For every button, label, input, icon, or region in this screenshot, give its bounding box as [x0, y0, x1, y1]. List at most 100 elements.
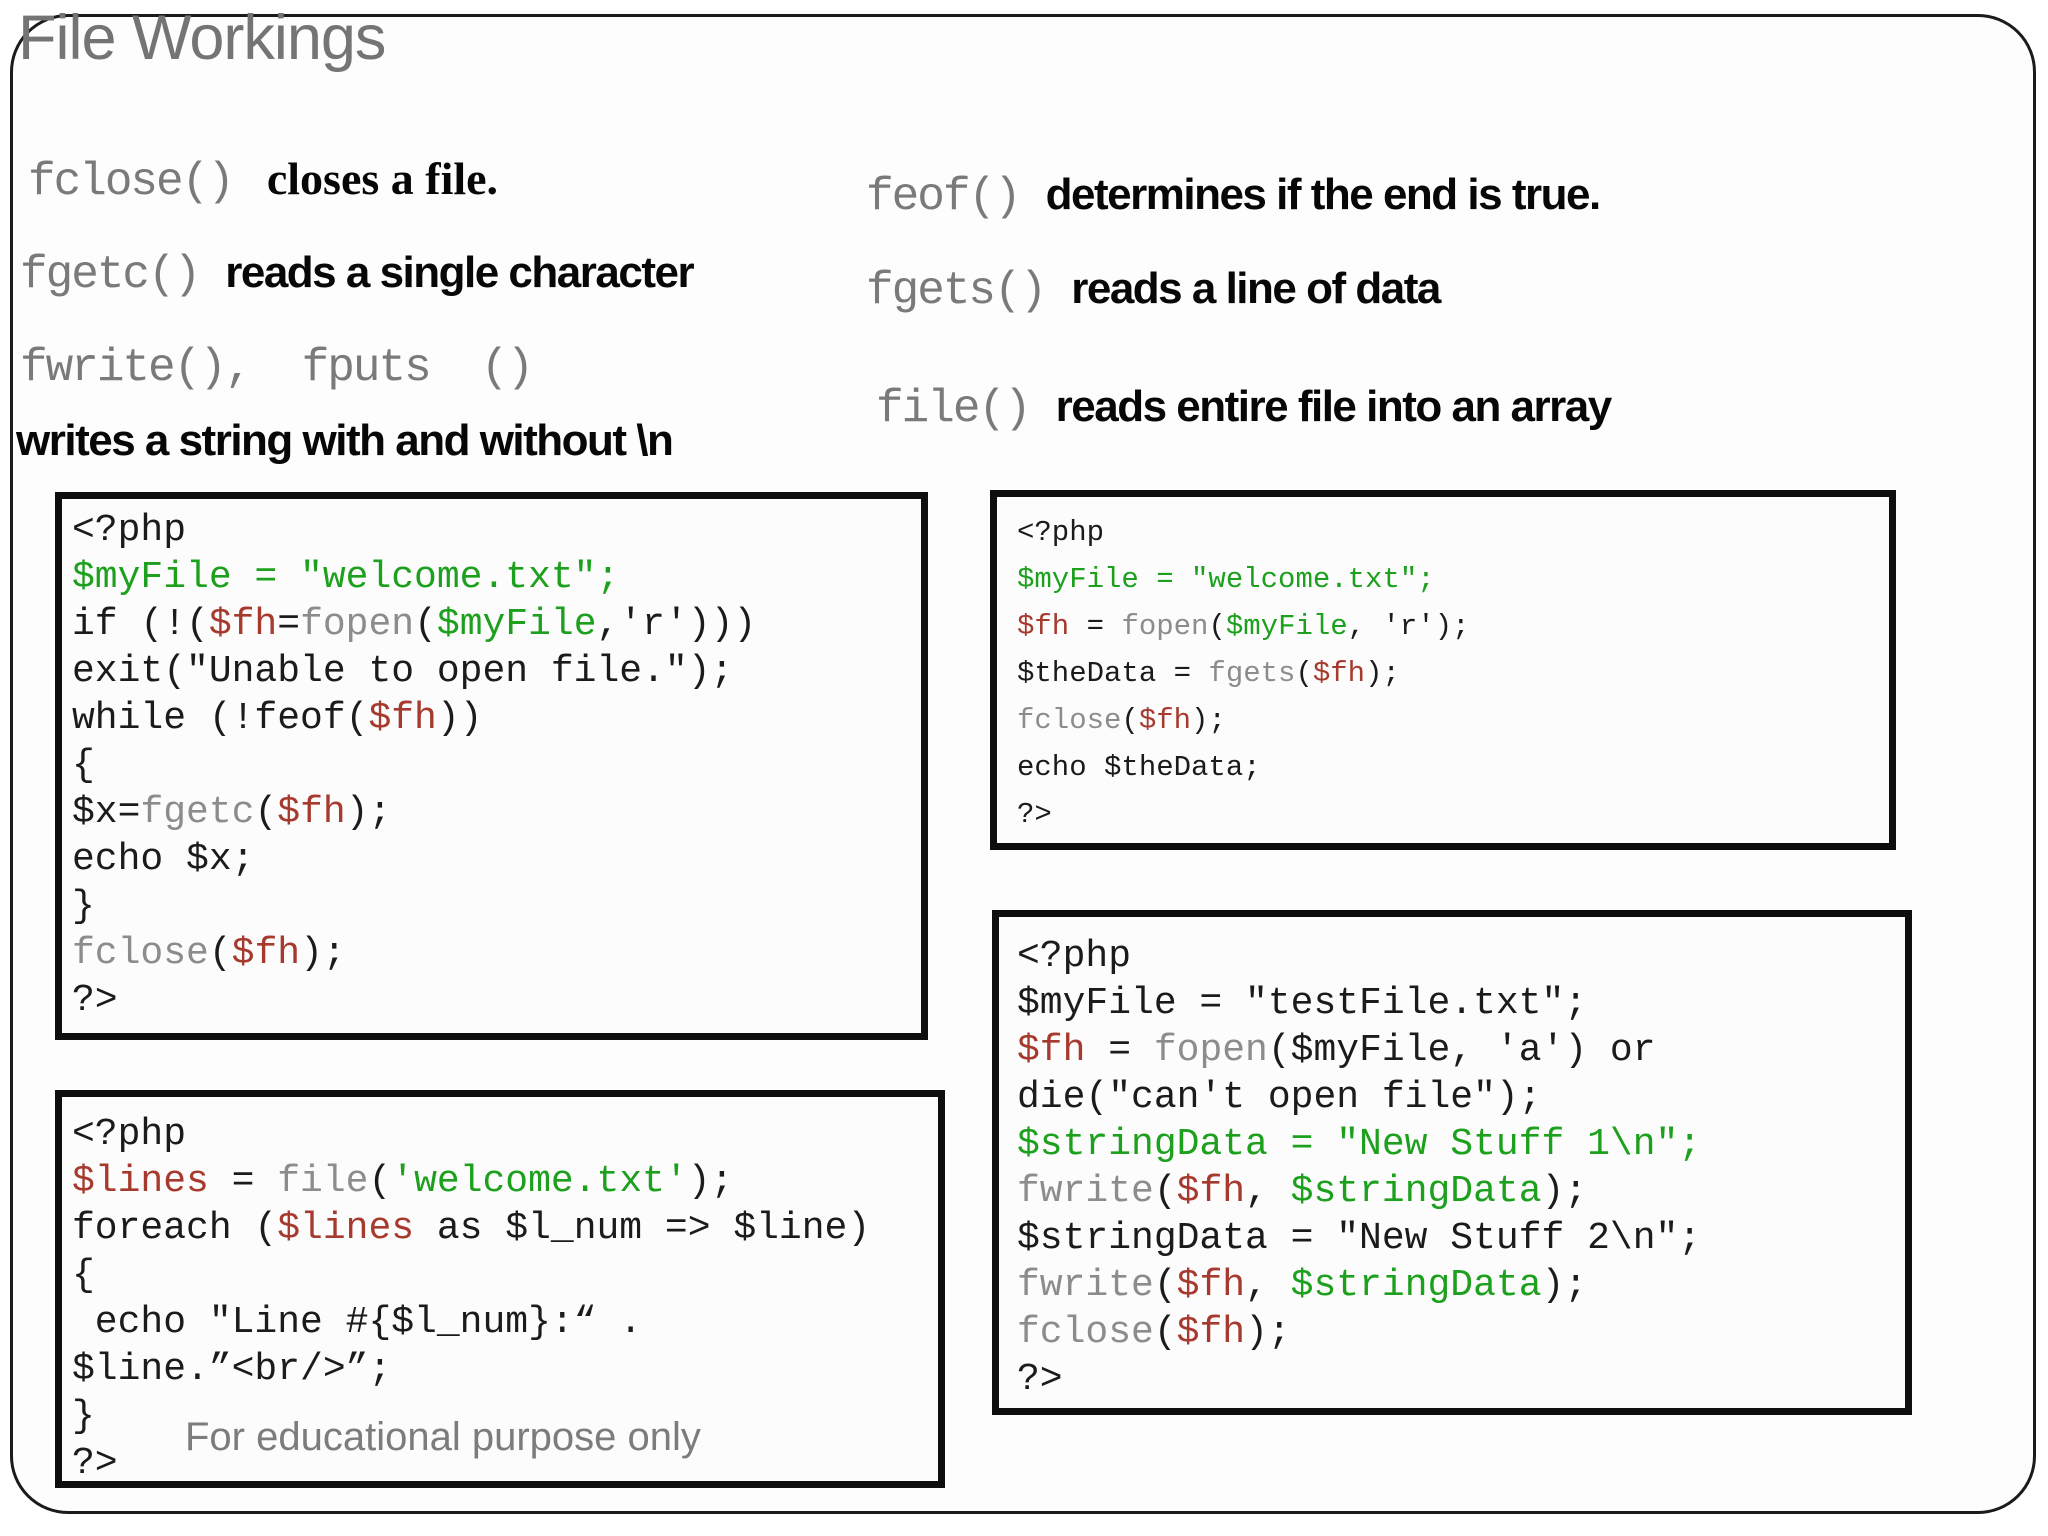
code-token: $fh: [231, 932, 301, 975]
function-name-fwrite: fwrite(), fputs (): [20, 342, 534, 394]
code-token: (: [1295, 657, 1313, 690]
page-title: File Workings: [18, 3, 386, 73]
function-desc-fclose: closes a file.: [266, 153, 499, 204]
code-line: fwrite($fh, $stringData);: [1017, 1262, 1905, 1309]
header-fgets: fgets() reads a line of data: [866, 264, 1441, 317]
code-token: $stringData = "New Stuff 2\n";: [1017, 1217, 1702, 1260]
code-token: while (!feof(: [72, 697, 369, 740]
code-line: fclose($fh);: [1017, 1309, 1905, 1356]
code-line: fclose($fh);: [1017, 697, 1889, 744]
code-token: (: [1121, 704, 1139, 737]
code-token: if (!(: [72, 603, 209, 646]
code-token: <?php: [1017, 935, 1132, 978]
code-line: $myFile = "testFile.txt";: [1017, 980, 1905, 1027]
code-token: (: [254, 791, 278, 834]
code-token: (: [1153, 1311, 1177, 1354]
code-token: $x=: [72, 791, 141, 834]
code-token: (: [414, 603, 437, 646]
code-line: ?>: [1017, 791, 1889, 838]
code-line: {: [72, 742, 921, 789]
code-line: {: [72, 1252, 938, 1299]
function-desc-fwrite: writes a string with and without \n: [16, 416, 674, 465]
code-token: {: [72, 1254, 95, 1297]
code-token: ($myFile, 'a') or: [1267, 1029, 1656, 1072]
code-token: $fh: [1138, 704, 1192, 737]
code-line: $lines = file('welcome.txt');: [72, 1158, 938, 1205]
code-token: ,'r'))): [596, 603, 757, 646]
function-desc-file: reads entire file into an array: [1055, 382, 1613, 431]
code-line: $myFile = "welcome.txt";: [72, 554, 921, 601]
function-name-fgetc: fgetc(): [20, 249, 201, 301]
function-name-fgets: fgets(): [866, 265, 1047, 317]
code-token: echo "Line #{$l_num}:“ .: [72, 1301, 643, 1344]
code-line: echo $x;: [72, 836, 921, 883]
code-token: =: [1085, 1029, 1154, 1072]
code-token: ?>: [72, 1442, 118, 1485]
educational-note: For educational purpose only: [185, 1415, 701, 1459]
code-token: );: [300, 932, 346, 975]
code-token: fclose: [1017, 704, 1122, 737]
code-line: fwrite($fh, $stringData);: [1017, 1168, 1905, 1215]
code-token: $myFile = "welcome.txt";: [72, 556, 620, 599]
code-token: ,: [1245, 1264, 1291, 1307]
code-line: exit("Unable to open file.");: [72, 648, 921, 695]
code-token: ?>: [1017, 798, 1052, 831]
code-token: );: [687, 1160, 734, 1203]
code-line: <?php: [1017, 509, 1889, 556]
code-token: (: [208, 932, 232, 975]
code-token: echo $theData;: [1017, 751, 1261, 784]
code-token: foreach (: [72, 1207, 278, 1250]
code-token: file: [277, 1160, 369, 1203]
code-token: fopen: [1153, 1029, 1268, 1072]
code-token: <?php: [72, 509, 187, 552]
code-token: as $l_num => $line): [414, 1207, 871, 1250]
code-token: $fh: [1176, 1170, 1246, 1213]
code-token: $stringData: [1290, 1264, 1542, 1307]
code-line: echo $theData;: [1017, 744, 1889, 791]
code-token: ?>: [1017, 1358, 1063, 1401]
code-token: (: [368, 1160, 392, 1203]
code-token: $line.”<br/>”;: [72, 1348, 392, 1391]
code-line: foreach ($lines as $l_num => $line): [72, 1205, 938, 1252]
code-line: if (!($fh=fopen($myFile,'r'))): [72, 601, 921, 648]
code-token: $fh: [368, 697, 437, 740]
code-token: $fh: [1017, 1029, 1086, 1072]
code-line: $x=fgetc($fh);: [72, 789, 921, 836]
code-token: $myFile = "testFile.txt";: [1017, 982, 1588, 1025]
function-desc-fgets: reads a line of data: [1071, 264, 1441, 313]
code-token: fwrite: [1017, 1264, 1154, 1307]
function-desc-feof: determines if the end is true.: [1045, 170, 1602, 219]
code-line: <?php: [1017, 933, 1905, 980]
code-token: $fh: [208, 603, 278, 646]
function-name-fclose: fclose(): [28, 156, 235, 208]
code-token: <?php: [1017, 516, 1105, 549]
code-line: ?>: [1017, 1356, 1905, 1403]
code-token: fwrite: [1017, 1170, 1154, 1213]
code-token: (: [1153, 1264, 1177, 1307]
code-token: $myFile: [436, 603, 597, 646]
code-token: );: [1541, 1264, 1588, 1307]
code-token: );: [1245, 1311, 1291, 1354]
code-line: $theData = fgets($fh);: [1017, 650, 1889, 697]
code-token: $fh: [1017, 610, 1070, 643]
code-box-fgets-example: <?php$myFile = "welcome.txt";$fh = fopen…: [990, 490, 1896, 850]
header-feof: feof() determines if the end is true.: [866, 170, 1602, 223]
code-token: $stringData: [1290, 1170, 1542, 1213]
code-line: <?php: [72, 1111, 938, 1158]
code-token: fclose: [1017, 1311, 1154, 1354]
header-fwrite-desc: writes a string with and without \n: [16, 416, 674, 466]
code-token: fopen: [300, 603, 415, 646]
code-token: =: [1069, 610, 1122, 643]
code-token: die("can't open file");: [1017, 1076, 1542, 1119]
code-token: $myFile: [1225, 610, 1348, 643]
code-token: fclose: [72, 932, 209, 975]
code-token: exit("Unable to open file.");: [72, 650, 734, 693]
header-file: file() reads entire file into an array: [876, 382, 1613, 435]
code-token: fgetc: [140, 791, 255, 834]
code-token: }: [72, 1395, 95, 1438]
code-token: <?php: [72, 1113, 187, 1156]
code-token: 'welcome.txt': [391, 1160, 688, 1203]
code-token: );: [1365, 657, 1400, 690]
function-name-file: file(): [876, 383, 1032, 435]
code-token: );: [1191, 704, 1226, 737]
